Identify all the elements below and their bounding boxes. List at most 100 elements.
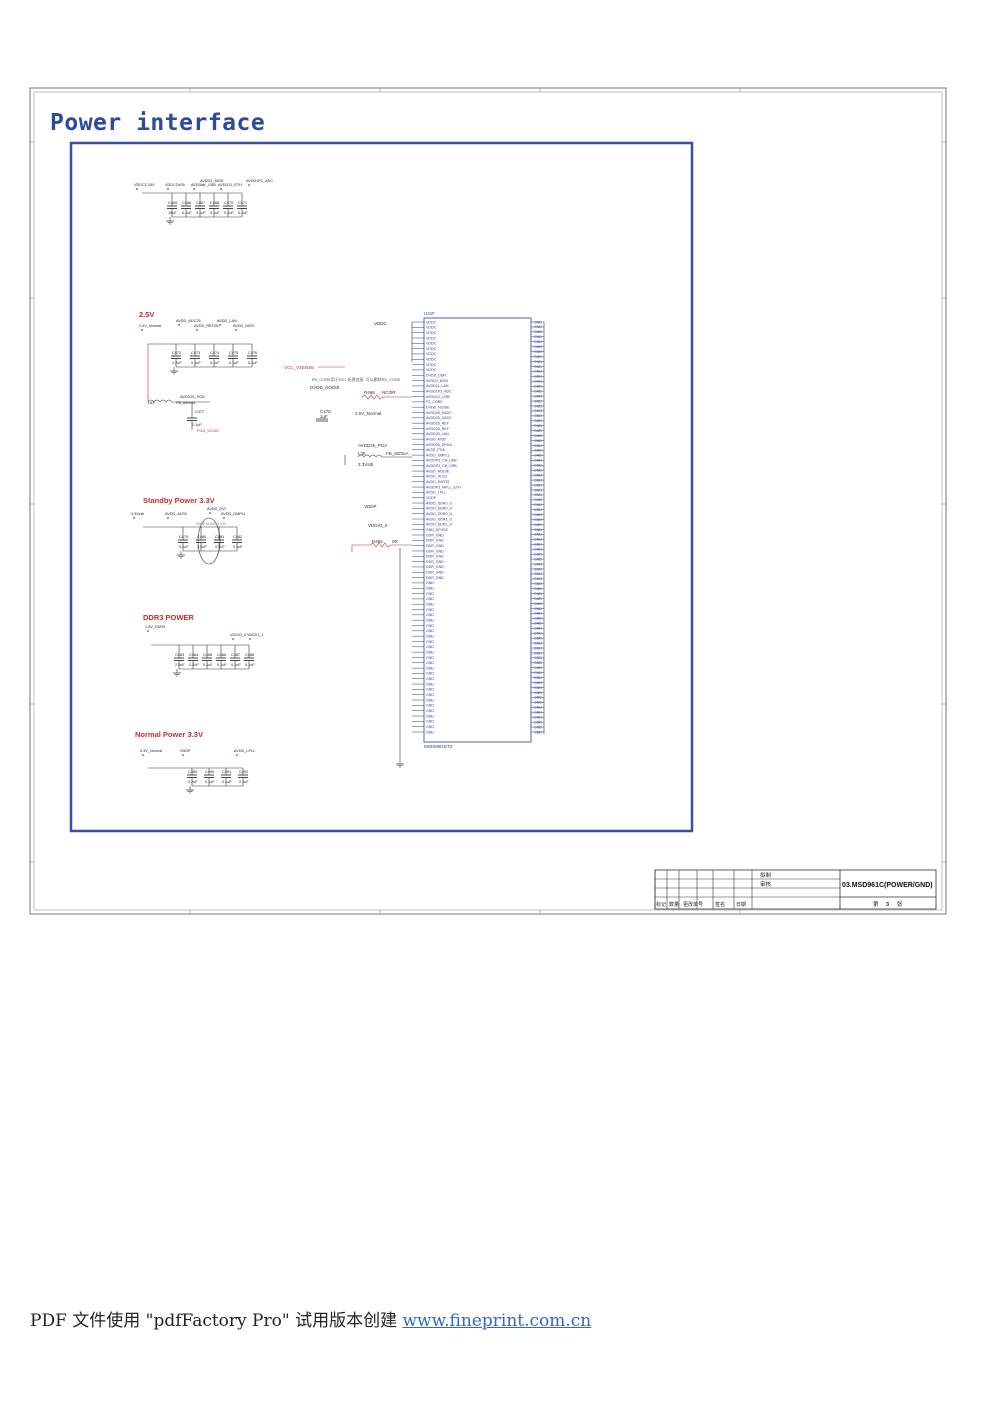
cap-ref: C486 <box>217 653 226 657</box>
net-port <box>141 753 145 757</box>
net-label: 1.5V_DDR3 <box>145 625 165 629</box>
right-pin-name: GND <box>534 478 542 482</box>
net-label: AVDD3_MOD <box>200 179 224 183</box>
right-pin-name: GND <box>534 671 542 675</box>
tb-col-label: 签名 <box>715 901 725 908</box>
net-port <box>247 183 251 187</box>
r465-zigzag <box>352 542 412 548</box>
left-pin-name: GND <box>426 603 434 607</box>
footer-link[interactable]: www.fineprint.com.cn <box>402 1311 592 1331</box>
top-cap-group: C46510uFC4660.1uFC4670.1uFC4680.1uFC4700… <box>134 179 273 225</box>
left-pin-name: VDDC <box>426 326 437 330</box>
net-port <box>181 753 185 757</box>
net-label: AVDD11_ETH <box>218 183 242 187</box>
net-port <box>140 328 144 332</box>
left-pin-name: VDDC <box>426 368 437 372</box>
net-label: 3.3Vstb <box>131 512 144 516</box>
left-pin-name: AVDD_MOD <box>426 437 447 441</box>
right-pin-name: GND <box>534 548 542 552</box>
cap-value: 2.2uF <box>172 361 182 365</box>
standby-cap-group: C4790.1uFC4802.2uFC4810.1uFC4820.1uF3.3V… <box>131 507 246 565</box>
note-cn: R5_CORE用于R21 处理连接, 可以删除R5_CORE <box>312 376 401 382</box>
left-pin-name: AVSS_PGA <box>426 448 446 452</box>
right-pin-name: GND <box>534 562 542 566</box>
cap-value: 2.2uF <box>197 545 207 549</box>
net-label: VDDC1.15V <box>134 183 155 187</box>
left-pin-name: GND <box>426 709 434 713</box>
net-port <box>166 516 170 520</box>
cap-ref: C474 <box>210 351 219 355</box>
net-label: VDDC2V09 <box>165 183 185 187</box>
right-pin-name: GND <box>534 523 542 527</box>
right-pin-name: GND <box>534 444 542 448</box>
right-pin-name: GND <box>534 370 542 374</box>
right-pin-name: GND <box>534 330 542 334</box>
right-pin-name: GND <box>534 646 542 650</box>
cap-value: 2.2uF <box>188 780 198 784</box>
net-label: AVDD_DMPLL <box>221 512 246 516</box>
left-pin-name: AVDD_DDR0_D <box>426 512 452 516</box>
right-pin-name: GND <box>534 582 542 586</box>
cap-ref: C481 <box>215 535 224 539</box>
frame-ticks <box>30 88 946 914</box>
left-pin-name: AVDD25_SADC <box>426 411 452 415</box>
right-pin-name: GND <box>534 686 542 690</box>
left-pin-name: GND <box>426 618 434 622</box>
chip-annotations: VDDC VCC_VSENSE R5_CORE用于R21 处理连接, 可以删除R… <box>284 321 412 760</box>
right-pin-name: GND <box>534 725 542 729</box>
cap-value: 0.1uF <box>210 211 220 215</box>
right-pin-name: GND <box>534 419 542 423</box>
left-pin-name: VDDC <box>426 352 437 356</box>
right-pin-name: GND <box>534 602 542 606</box>
left-pin-name: AVDD_AU33 <box>426 475 447 479</box>
chip-body <box>423 317 532 743</box>
net-port <box>201 183 205 187</box>
net-port <box>222 516 226 520</box>
left-pin-name: AVDDLX_USB <box>426 395 450 399</box>
left-pin-name: DDR_GND <box>426 533 444 537</box>
left-pin-name: GND <box>426 587 434 591</box>
cap-value: 0.1uF <box>224 211 234 215</box>
right-pin-name: GND <box>534 429 542 433</box>
ddr3-cap-group: C4832.2uFC4842.2uFC4850.1uFC4860.1uFC487… <box>145 625 263 677</box>
r466-zigzag <box>361 394 412 400</box>
left-pin-name: P2_CORE <box>426 400 443 404</box>
right-pin-name: GND <box>534 350 542 354</box>
left-pin-name: VDDC <box>426 342 437 346</box>
net-port <box>234 328 238 332</box>
right-pin-name: GND <box>534 483 542 487</box>
net-label: AVDD_LPLL <box>234 749 255 753</box>
cap-ref: C490 <box>205 770 214 774</box>
cap-value: 0.1uF <box>233 545 243 549</box>
left-pin-name: AVDD_DDR1_D <box>426 523 452 527</box>
right-pin-name: GND <box>534 464 542 468</box>
net-port <box>231 637 235 641</box>
left-pin-name: AVDD11_LAN <box>426 384 449 388</box>
net-port <box>218 323 222 327</box>
right-pin-name: GND <box>534 335 542 339</box>
cap-ref: C489 <box>188 770 197 774</box>
cap-ref: C483 <box>175 653 184 657</box>
val-r466: NC/0R <box>382 390 396 395</box>
right-pin-name: GND <box>534 508 542 512</box>
left-pin-name: GND <box>426 624 434 628</box>
left-pin-name: AVDD_DDR0_D <box>426 507 452 511</box>
pdf-footer: PDF 文件使用 "pdfFactory Pro" 试用版本创建 www.fin… <box>30 1306 591 1331</box>
right-pin-name: GND <box>534 449 542 453</box>
net-port <box>235 753 239 757</box>
right-pin-name: GND <box>534 715 542 719</box>
right-pin-name: GND <box>534 543 542 547</box>
cap-value: 0.1uF <box>205 780 215 784</box>
left-pin-name: VDDP <box>426 496 437 500</box>
right-pin-name: GND <box>534 439 542 443</box>
left-pin-name: GND <box>426 645 434 649</box>
tb-sheet-unit: 张 <box>897 900 903 908</box>
left-pin-name: GND <box>426 592 434 596</box>
left-pin-name: VDDC <box>426 363 437 367</box>
left-pin-name: VDDC <box>426 320 437 324</box>
right-pin-name: GND <box>534 538 542 542</box>
right-pin-name: GND <box>534 730 542 734</box>
bead-coil <box>147 399 210 403</box>
left-pin-name: DDR_GND <box>426 544 444 548</box>
